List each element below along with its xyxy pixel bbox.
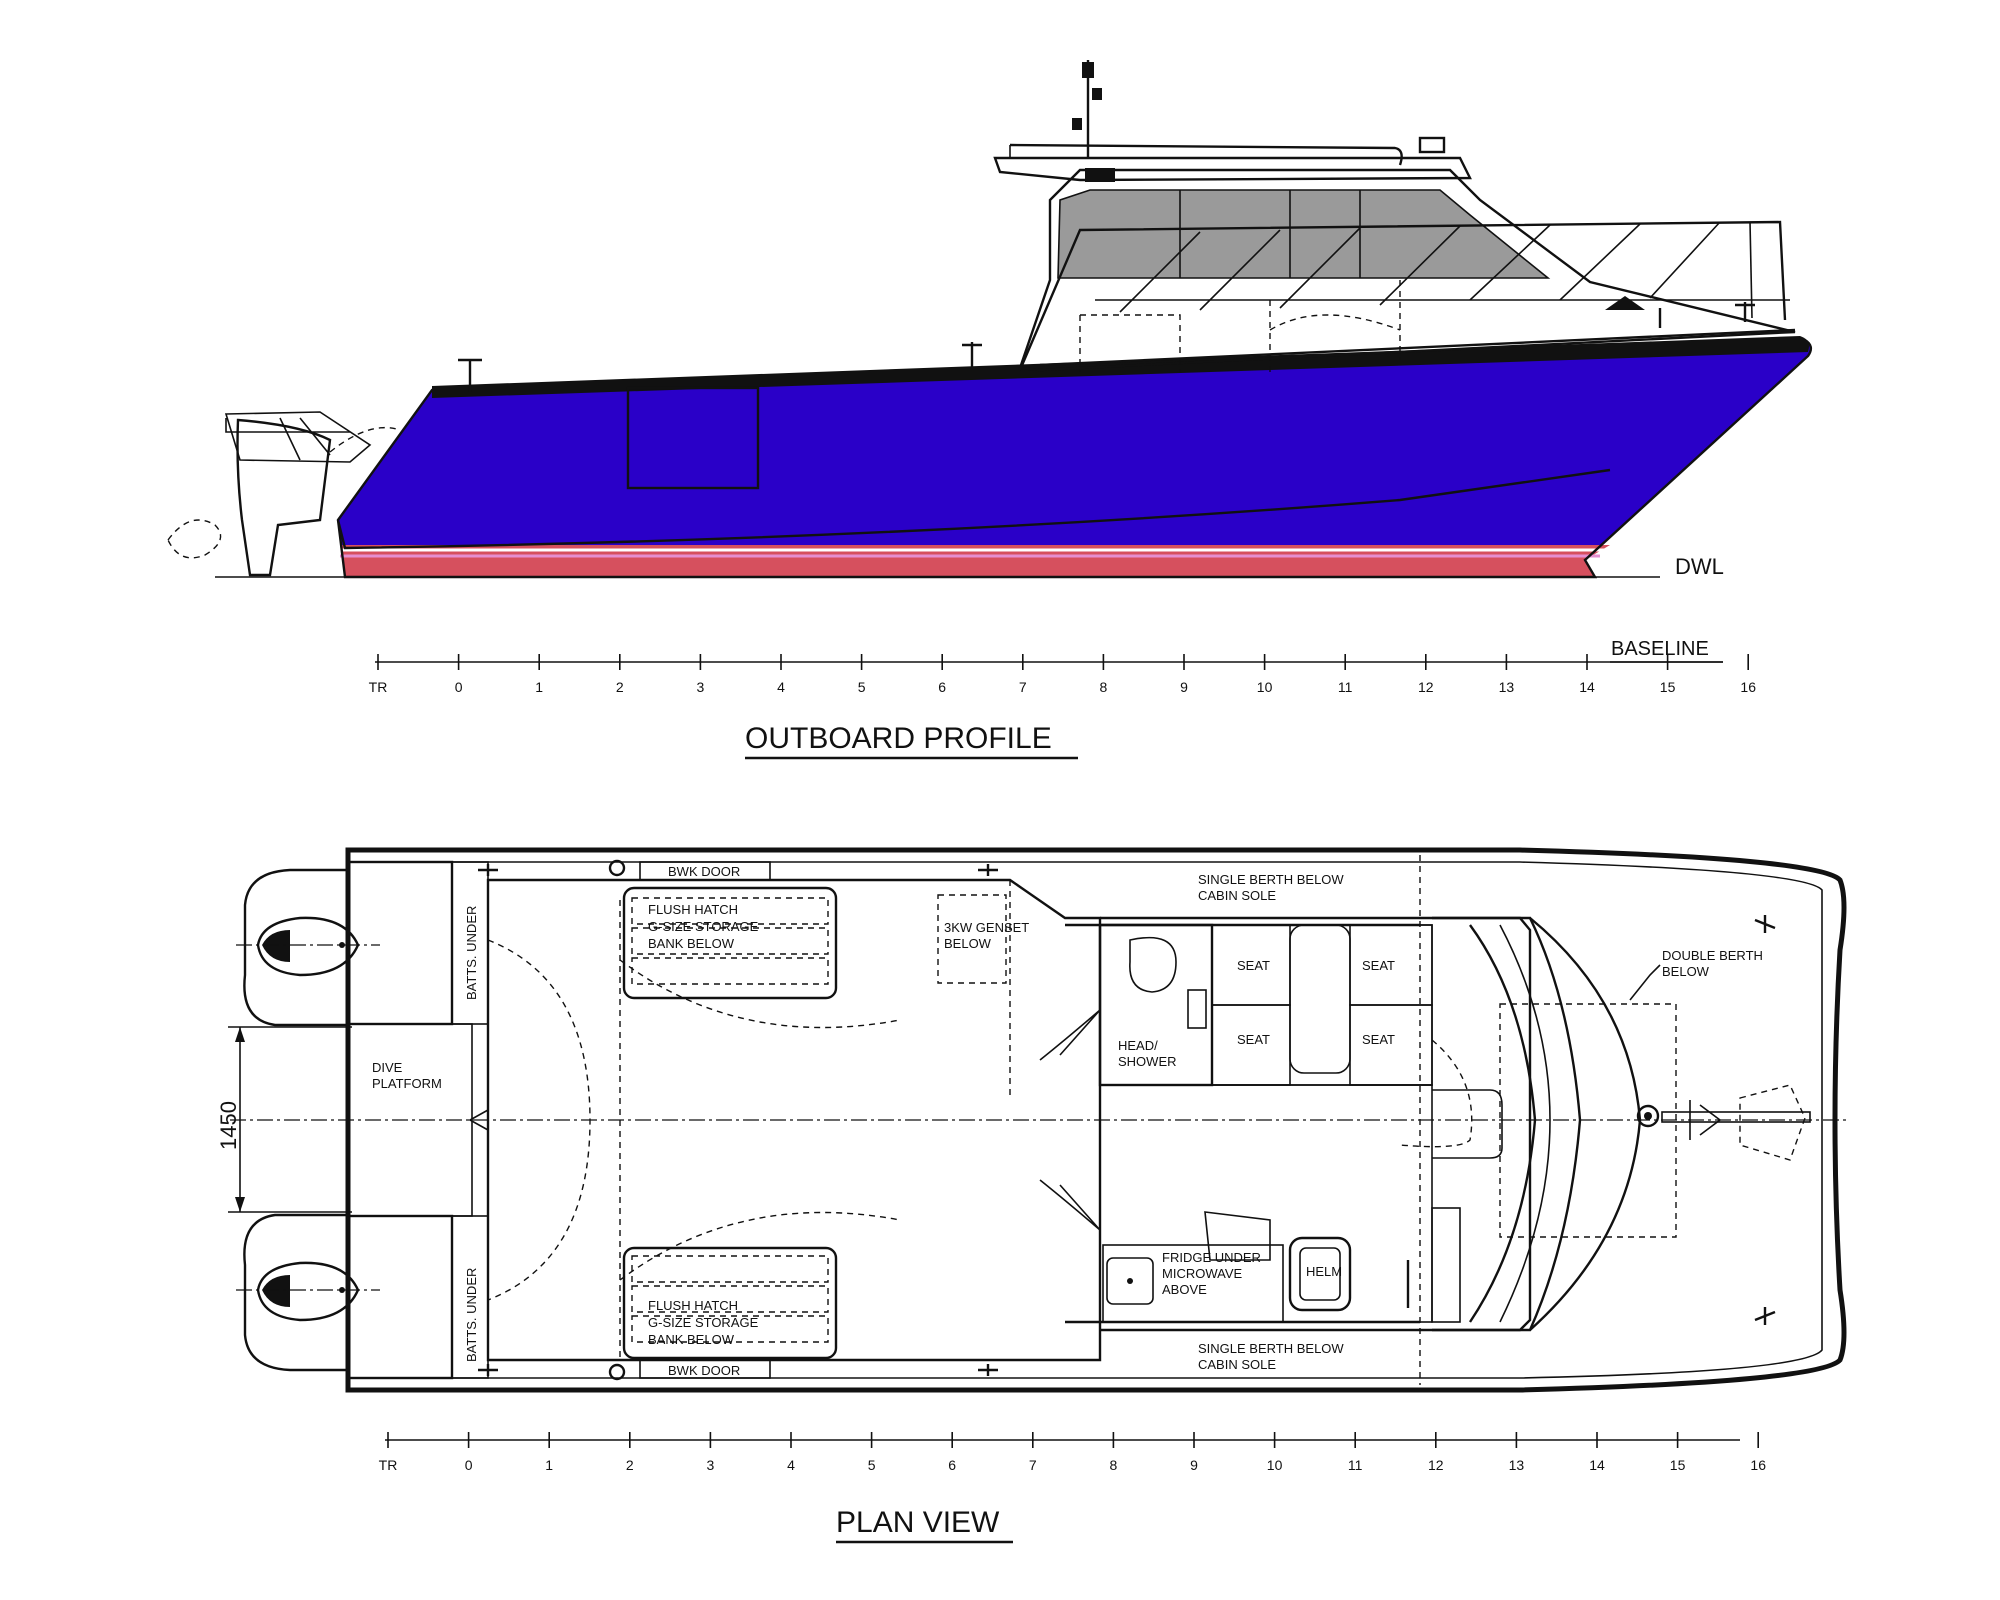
profile-scale-tick-label: 0 bbox=[455, 679, 463, 695]
bwk-door-label-bottom: BWK DOOR bbox=[668, 1363, 740, 1378]
seat-label-3: SEAT bbox=[1237, 1032, 1270, 1047]
profile-scale-tick-label: 15 bbox=[1660, 679, 1676, 695]
baseline-label: BASELINE bbox=[1611, 638, 1709, 660]
beam-dimension: 1450 bbox=[216, 1026, 352, 1213]
hatch-top-label-3: BANK BELOW bbox=[648, 936, 735, 951]
cabin-windows bbox=[1058, 190, 1548, 278]
plan-scale-tick-label: 8 bbox=[1110, 1457, 1118, 1473]
plan-scale-tick-label: 7 bbox=[1029, 1457, 1037, 1473]
dwl-label: DWL bbox=[1675, 554, 1724, 579]
double-berth-label-2: BELOW bbox=[1662, 964, 1710, 979]
beam-dimension-label: 1450 bbox=[216, 1101, 241, 1150]
plan-scale-tick-label: TR bbox=[379, 1457, 398, 1473]
hull-access-panel bbox=[626, 386, 760, 490]
helm-label: HELM bbox=[1306, 1264, 1342, 1279]
plan-scale-tick-label: 10 bbox=[1267, 1457, 1283, 1473]
head-label-1: HEAD/ bbox=[1118, 1038, 1158, 1053]
berth-bottom-label-1: SINGLE BERTH BELOW bbox=[1198, 1341, 1344, 1356]
plan-view: 1450 bbox=[216, 847, 1850, 1393]
plan-scale-tick-label: 12 bbox=[1428, 1457, 1444, 1473]
seat-label-1: SEAT bbox=[1237, 958, 1270, 973]
bwk-door-label-top: BWK DOOR bbox=[668, 864, 740, 879]
plan-scale-tick-label: 13 bbox=[1509, 1457, 1525, 1473]
profile-scale-tick-label: 11 bbox=[1338, 679, 1353, 695]
hatch-bottom-label-2: G-SIZE STORAGE bbox=[648, 1315, 759, 1330]
hull-topsides bbox=[338, 340, 1811, 577]
seat-label-4: SEAT bbox=[1362, 1032, 1395, 1047]
profile-scale-tick-label: TR bbox=[369, 679, 388, 695]
head-label-2: SHOWER bbox=[1118, 1054, 1177, 1069]
plan-scale-tick-label: 6 bbox=[948, 1457, 956, 1473]
profile-scale-tick-label: 3 bbox=[697, 679, 705, 695]
seat-label-2: SEAT bbox=[1362, 958, 1395, 973]
plan-scale-tick-label: 14 bbox=[1589, 1457, 1605, 1473]
profile-scale-tick-label: 4 bbox=[777, 679, 785, 695]
outboard-profile: DWL bbox=[167, 60, 1813, 579]
profile-title: OUTBOARD PROFILE bbox=[745, 722, 1052, 755]
plan-scale-tick-label: 3 bbox=[707, 1457, 715, 1473]
plan-scale-tick-label: 4 bbox=[787, 1457, 795, 1473]
profile-scale-tick-label: 16 bbox=[1740, 679, 1756, 695]
outboard-motor bbox=[167, 411, 401, 577]
fridge-label-2: MICROWAVE bbox=[1162, 1266, 1242, 1281]
boot-stripe bbox=[340, 545, 1610, 577]
fridge-label-1: FRIDGE UNDER bbox=[1162, 1250, 1261, 1265]
hatch-bottom-label-3: BANK BELOW bbox=[648, 1332, 735, 1347]
profile-scale-tick-label: 12 bbox=[1418, 679, 1434, 695]
genset-label-1: 3KW GENSET bbox=[944, 920, 1029, 935]
berth-bottom-label-2: CABIN SOLE bbox=[1198, 1357, 1276, 1372]
hull-outline bbox=[345, 847, 1847, 1393]
profile-scale-tick-label: 14 bbox=[1579, 679, 1595, 695]
plan-scale-tick-label: 16 bbox=[1750, 1457, 1766, 1473]
plan-scale-tick-label: 0 bbox=[465, 1457, 473, 1473]
profile-scale-tick-label: 9 bbox=[1180, 679, 1188, 695]
profile-scale-tick-label: 6 bbox=[938, 679, 946, 695]
dive-platform-label-1: DIVE bbox=[372, 1060, 403, 1075]
profile-scale-tick-label: 2 bbox=[616, 679, 624, 695]
hatch-top-label-2: G-SIZE STORAGE bbox=[648, 919, 759, 934]
fridge-label-3: ABOVE bbox=[1162, 1282, 1207, 1297]
profile-scale-tick-label: 13 bbox=[1499, 679, 1515, 695]
berth-top-label-1: SINGLE BERTH BELOW bbox=[1198, 872, 1344, 887]
batts-label-top: BATTS. UNDER bbox=[464, 906, 479, 1000]
plan-scale-tick-label: 11 bbox=[1348, 1457, 1363, 1473]
double-berth-label-1: DOUBLE BERTH bbox=[1662, 948, 1763, 963]
plan-scale-tick-label: 1 bbox=[545, 1457, 553, 1473]
plan-scale-tick-label: 9 bbox=[1190, 1457, 1198, 1473]
hatch-bottom-label-1: FLUSH HATCH bbox=[648, 1298, 738, 1313]
dive-platform-label-2: PLATFORM bbox=[372, 1076, 442, 1091]
profile-scale-tick-label: 8 bbox=[1100, 679, 1108, 695]
profile-scale-tick-label: 1 bbox=[535, 679, 543, 695]
cabin-superstructure bbox=[993, 60, 1796, 372]
profile-scale-tick-label: 7 bbox=[1019, 679, 1027, 695]
hatch-top-label-1: FLUSH HATCH bbox=[648, 902, 738, 917]
plan-scale-tick-label: 15 bbox=[1670, 1457, 1686, 1473]
plan-scale-tick-label: 2 bbox=[626, 1457, 634, 1473]
profile-scale-tick-label: 5 bbox=[858, 679, 866, 695]
berth-top-label-2: CABIN SOLE bbox=[1198, 888, 1276, 903]
plan-scale-tick-label: 5 bbox=[868, 1457, 876, 1473]
outboard-motor-starboard bbox=[236, 1213, 380, 1372]
outboard-motor-port bbox=[236, 868, 380, 1027]
genset-label-2: BELOW bbox=[944, 936, 992, 951]
plan-title: PLAN VIEW bbox=[836, 1506, 1000, 1539]
profile-scale-tick-label: 10 bbox=[1257, 679, 1273, 695]
batts-label-bottom: BATTS. UNDER bbox=[464, 1268, 479, 1362]
